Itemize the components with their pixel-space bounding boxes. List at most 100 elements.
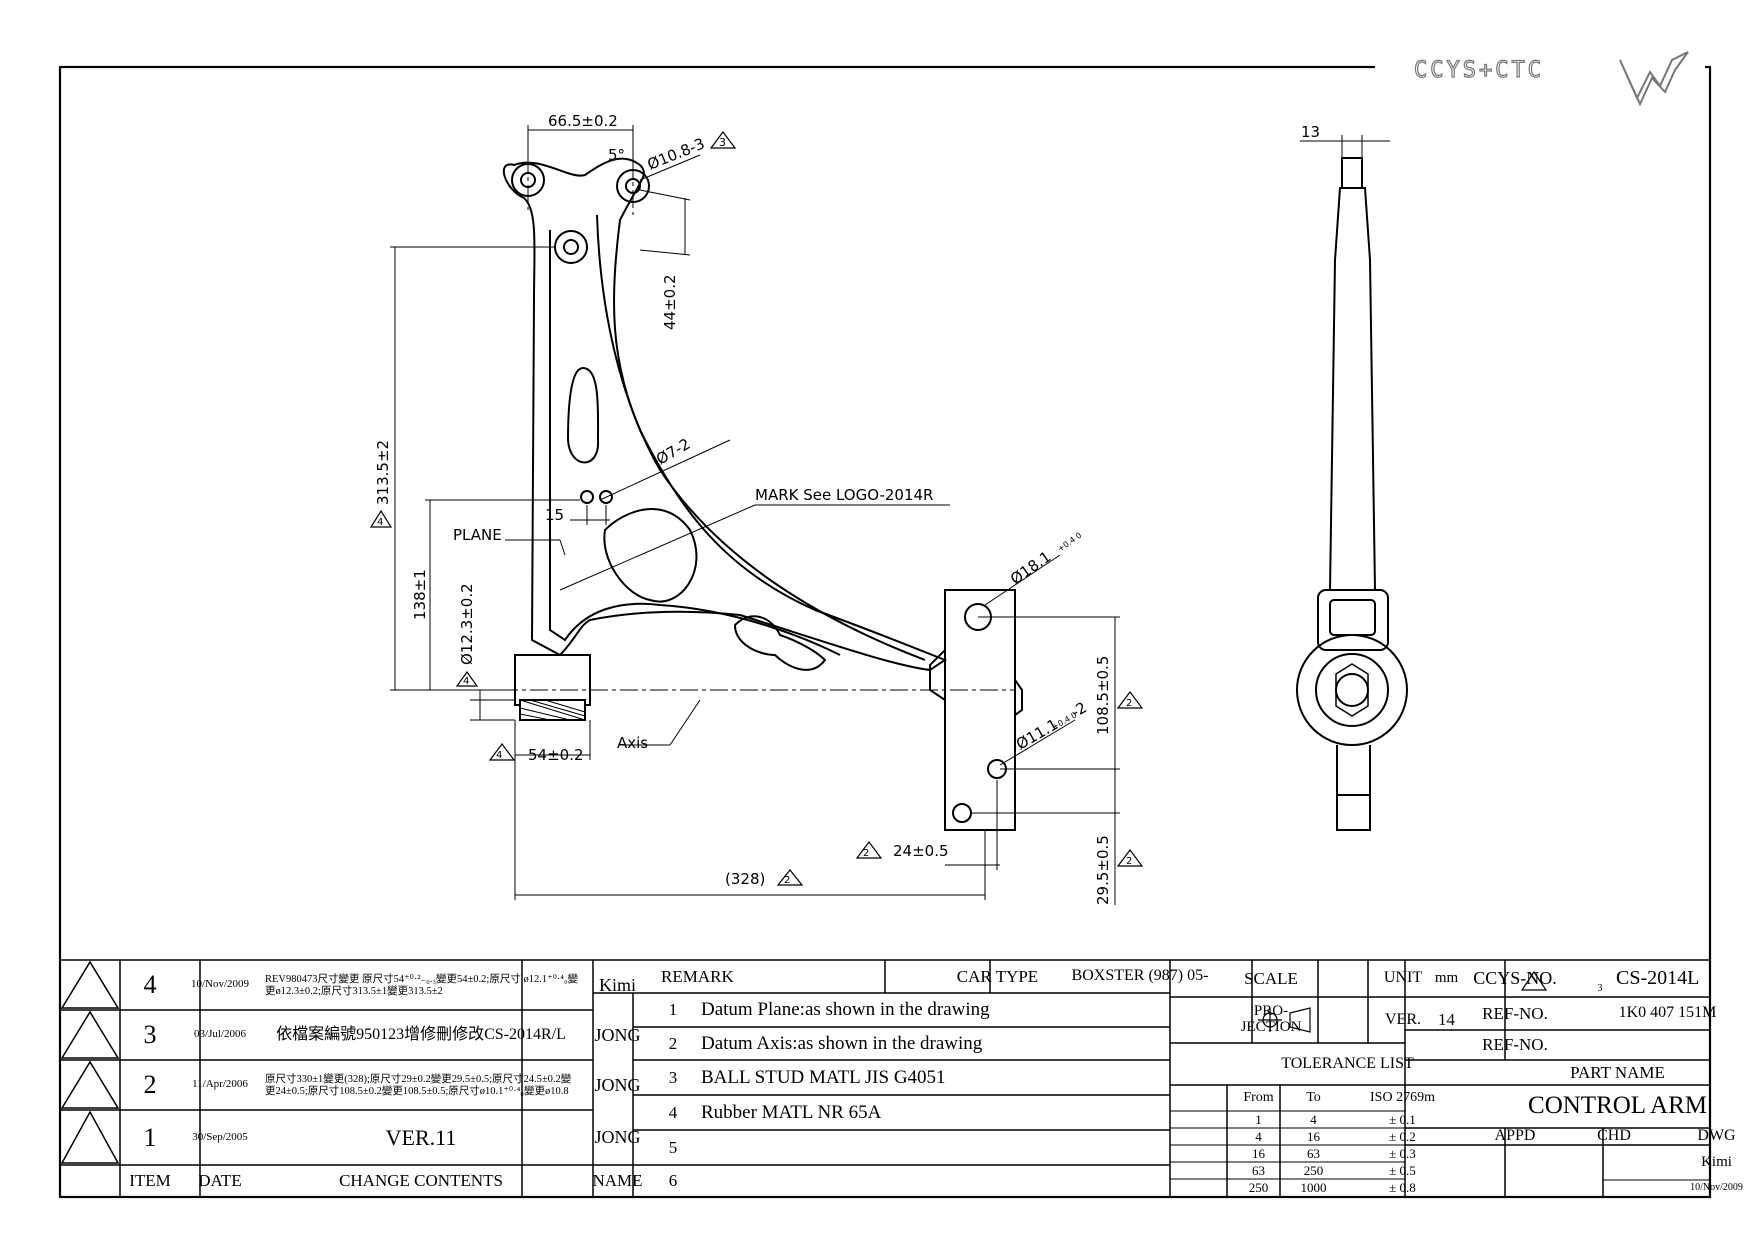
company-logo: CCYS+CTC [1413,51,1689,107]
rev3-label: 3 [719,136,726,149]
dim-vert-138: 138±1 [411,569,429,620]
rev-contents-1: VER.11 [385,1124,457,1150]
dim-hole-top: Ø10.8-3 [645,134,708,173]
rev2-108-label: 2 [1126,698,1132,709]
rev-header-name: NAME [592,1171,643,1191]
rev-header-contents: CHANGE CONTENTS [339,1171,503,1191]
dim-vert-313: 313.5±2 [374,440,392,505]
tol-to-3: 63 [1307,1145,1320,1161]
dwg-label: DWG [1697,1128,1736,1145]
ref-no-label: REF-NO. [1482,1003,1548,1023]
rev-contents-4: REV980473尺寸變更 原尺寸54⁺⁰·²₋₀.₃變更54±0.2;原尺寸 … [265,974,579,997]
dimension-labels: 66.5±0.2 5° Ø10.8-3 3 44±0.2 313.5±2 4 Ø… [374,112,1320,905]
mark-logo-note: MARK See LOGO-2014R [755,486,933,504]
tol-from-5: 250 [1248,1180,1269,1196]
rev4-label: 4 [377,517,383,528]
rev-triangle-4c [488,743,516,761]
remark-num-5: 5 [668,1137,678,1157]
title-block: 4 10/Nov/2009 REV980473尺寸變更 原尺寸54⁺⁰·²₋₀.… [60,960,1743,1197]
tol-header-iso: ISO 2769m [1370,1089,1435,1105]
tol-from-2: 4 [1255,1128,1262,1144]
mark-hole-a [580,490,594,504]
center-boss [554,230,588,264]
remark-num-3: 3 [668,1067,678,1087]
car-type-label: CAR TYPE [956,966,1039,986]
rev-name-2: JONG [594,1074,641,1095]
logo-text: CCYS+CTC [1414,58,1544,83]
axis-label: Axis [617,734,648,752]
tol-val-3: ± 0.3 [1389,1145,1416,1161]
tol-header-from: From [1243,1089,1274,1105]
dwg-date: 10/Nov/2009 [1690,1182,1743,1194]
revision-item-triangles [60,960,1548,1164]
tol-header-to: To [1306,1089,1321,1105]
stud-tip [1014,679,1023,716]
rev-header-date: DATE [198,1171,242,1191]
rev-triangle-4 [369,509,393,528]
bushing-body [514,654,591,706]
remark-num-2: 2 [668,1033,678,1053]
rev-name-1: JONG [594,1127,641,1148]
rev-triangle-2b [855,841,883,859]
dim-15: 15 [545,506,564,524]
unit-label: UNIT [1383,969,1423,987]
rev-contents-3: 依檔案編號950123增修刪修改CS-2014R/L [276,1025,566,1043]
ball-joint-flange [944,589,1016,831]
dim-hole-181-tol: +0.4 0 [1056,531,1083,554]
remark-num-4: 4 [668,1102,678,1122]
keyhole-slot-upper [566,366,600,464]
dim-24: 24±0.5 [893,842,949,860]
rev2-24-label: 2 [863,848,869,859]
dim-side-13: 13 [1301,123,1320,141]
ccys-no-value: CS-2014L [1616,967,1700,989]
ref-no-value: 1K0 407 151M [1618,1004,1717,1022]
title-block-grid [60,959,1710,1197]
rev4-dia-label: 4 [463,676,469,687]
dim-54: 54±0.2 [528,746,584,764]
dim-108: 108.5±0.5 [1094,656,1112,735]
center-lines [470,155,1015,691]
ccys-rev-mark: 3 [1597,982,1603,994]
remark-num-6: 6 [668,1171,678,1191]
rev-item-3: 3 [143,1020,157,1050]
dimension-lines [390,125,1120,905]
ver-value: 14 [1438,1010,1455,1030]
rev-date-4: 10/Nov/2009 [190,978,250,991]
remark-text-4: Rubber MATL NR 65A [701,1101,882,1123]
rev-date-2: 11/Apr/2006 [192,1078,248,1091]
remark-text-6 [693,1165,1230,1197]
tolerance-title: TOLERANCE LIST [1281,1054,1414,1072]
rev-item-1: 1 [143,1122,157,1152]
mark-hole-b [599,490,613,504]
ball-joint-neck [929,647,946,702]
rev-date-3: 03/Jul/2006 [194,1028,246,1041]
dim-vert-44: 44±0.2 [661,274,679,330]
tol-val-5: ± 0.8 [1389,1180,1416,1196]
flange-hole-bottom [952,803,972,823]
rev-triangle-2d [1116,849,1144,867]
part-name-value: CONTROL ARM [1528,1092,1707,1120]
arm-rim-line [596,214,926,661]
dim-295: 29.5±0.5 [1094,835,1112,905]
control-arm-side-view [1296,135,1408,831]
tol-to-4: 250 [1303,1162,1324,1178]
tol-to-5: 1000 [1300,1180,1327,1196]
rev-item-4: 4 [143,970,157,1000]
remark-text-2: Datum Axis:as shown in the drawing [701,1032,983,1054]
rev-triangle-2c [1116,691,1144,709]
arm-outer-outline [502,157,948,672]
rev-triangle-3 [709,131,737,149]
dim-hole-181: Ø18.1 [1007,548,1054,589]
arm-inner-rib [549,230,841,656]
ref-no-label-2: REF-NO. [1482,1035,1548,1055]
ref-no-value-2 [1565,1030,1754,1060]
dim-328: (328) [725,870,765,888]
dim-dia-123: Ø12.3±0.2 [458,583,476,665]
ccys-no-label: CCYS-NO. [1473,968,1557,989]
tol-from-4: 63 [1252,1162,1265,1178]
remark-text-3: BALL STUD MATL JIS G4051 [701,1066,946,1088]
remark-label: REMARK [661,966,734,986]
tol-val-2: ± 0.2 [1389,1128,1416,1144]
drawing-frame [58,65,1712,1199]
